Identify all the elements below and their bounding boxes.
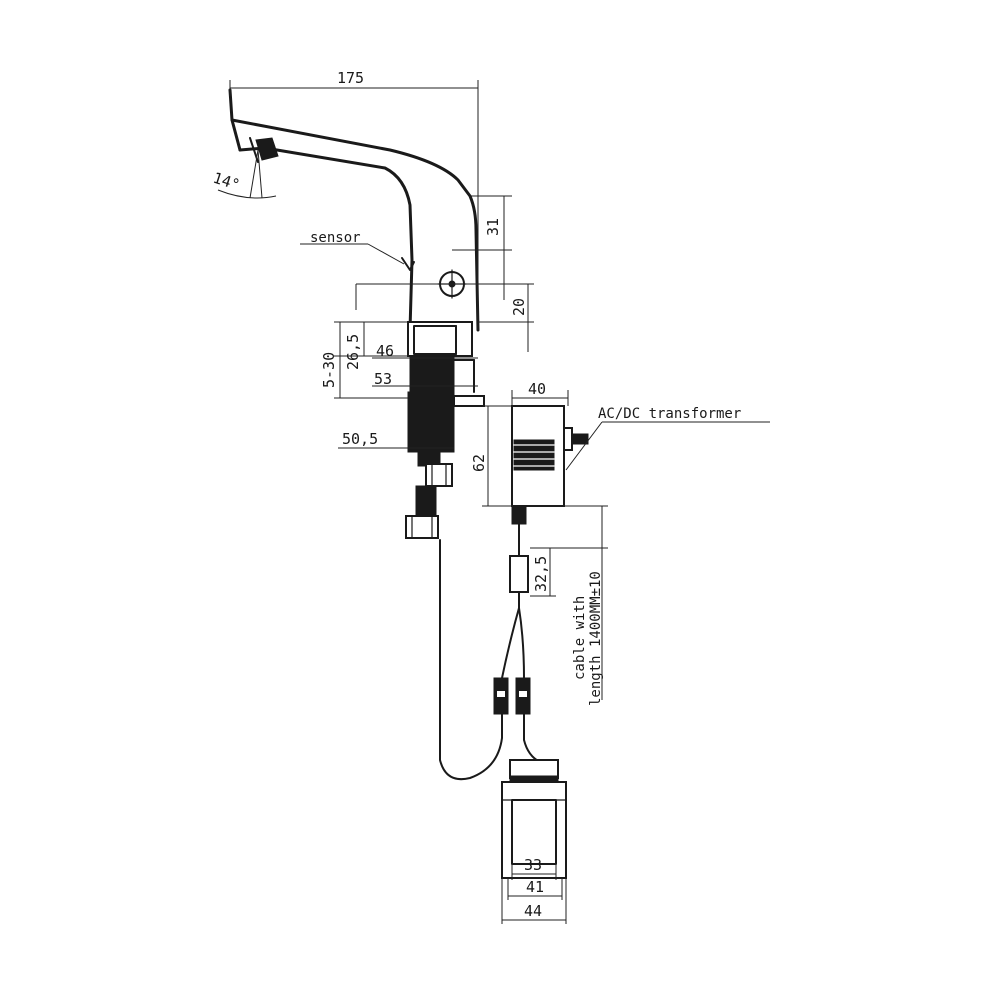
dim-26-5-label: 26,5 bbox=[344, 334, 362, 370]
dim-33-label: 33 bbox=[524, 856, 542, 874]
dim-14deg-label: 14° bbox=[211, 169, 242, 194]
dim-41-label: 41 bbox=[526, 878, 544, 896]
dim-44-label: 44 bbox=[524, 902, 542, 920]
dim-31-label: 31 bbox=[484, 218, 502, 236]
cable-dimensions: 32,5 cable with length 1400MM±10 bbox=[530, 505, 608, 706]
dimension-175: 175 bbox=[229, 69, 479, 330]
cable-assembly bbox=[439, 523, 541, 781]
dim-46-label: 46 bbox=[376, 342, 394, 360]
valve-dimensions: 33 41 44 bbox=[501, 856, 567, 924]
base-dimensions: 5-30 26,5 46 53 50,5 bbox=[320, 321, 478, 449]
dim-40-label: 40 bbox=[528, 380, 546, 398]
dimension-20: 20 bbox=[355, 283, 534, 352]
transformer bbox=[511, 405, 589, 525]
dim-20-label: 20 bbox=[510, 298, 528, 316]
dim-53-label: 53 bbox=[374, 370, 392, 388]
cable-label-line1: cable with bbox=[572, 596, 588, 680]
cable-label-line2: length 1400MM±10 bbox=[588, 571, 604, 706]
sensor-label: sensor bbox=[310, 230, 361, 246]
transformer-label: AC/DC transformer bbox=[598, 406, 741, 422]
transformer-dimensions: 40 62 AC/DC transformer bbox=[470, 380, 770, 507]
dimension-31: 31 bbox=[452, 195, 512, 300]
dim-32-5-label: 32,5 bbox=[532, 556, 550, 592]
sensor-callout: sensor bbox=[300, 230, 405, 265]
faucet-spout bbox=[228, 88, 480, 332]
faucet-base bbox=[405, 321, 485, 539]
dim-175-label: 175 bbox=[337, 69, 364, 87]
dim-62-label: 62 bbox=[470, 454, 488, 472]
solenoid-valve bbox=[501, 759, 567, 879]
dim-50-5-label: 50,5 bbox=[342, 430, 378, 448]
dim-5-30-label: 5-30 bbox=[320, 352, 338, 388]
